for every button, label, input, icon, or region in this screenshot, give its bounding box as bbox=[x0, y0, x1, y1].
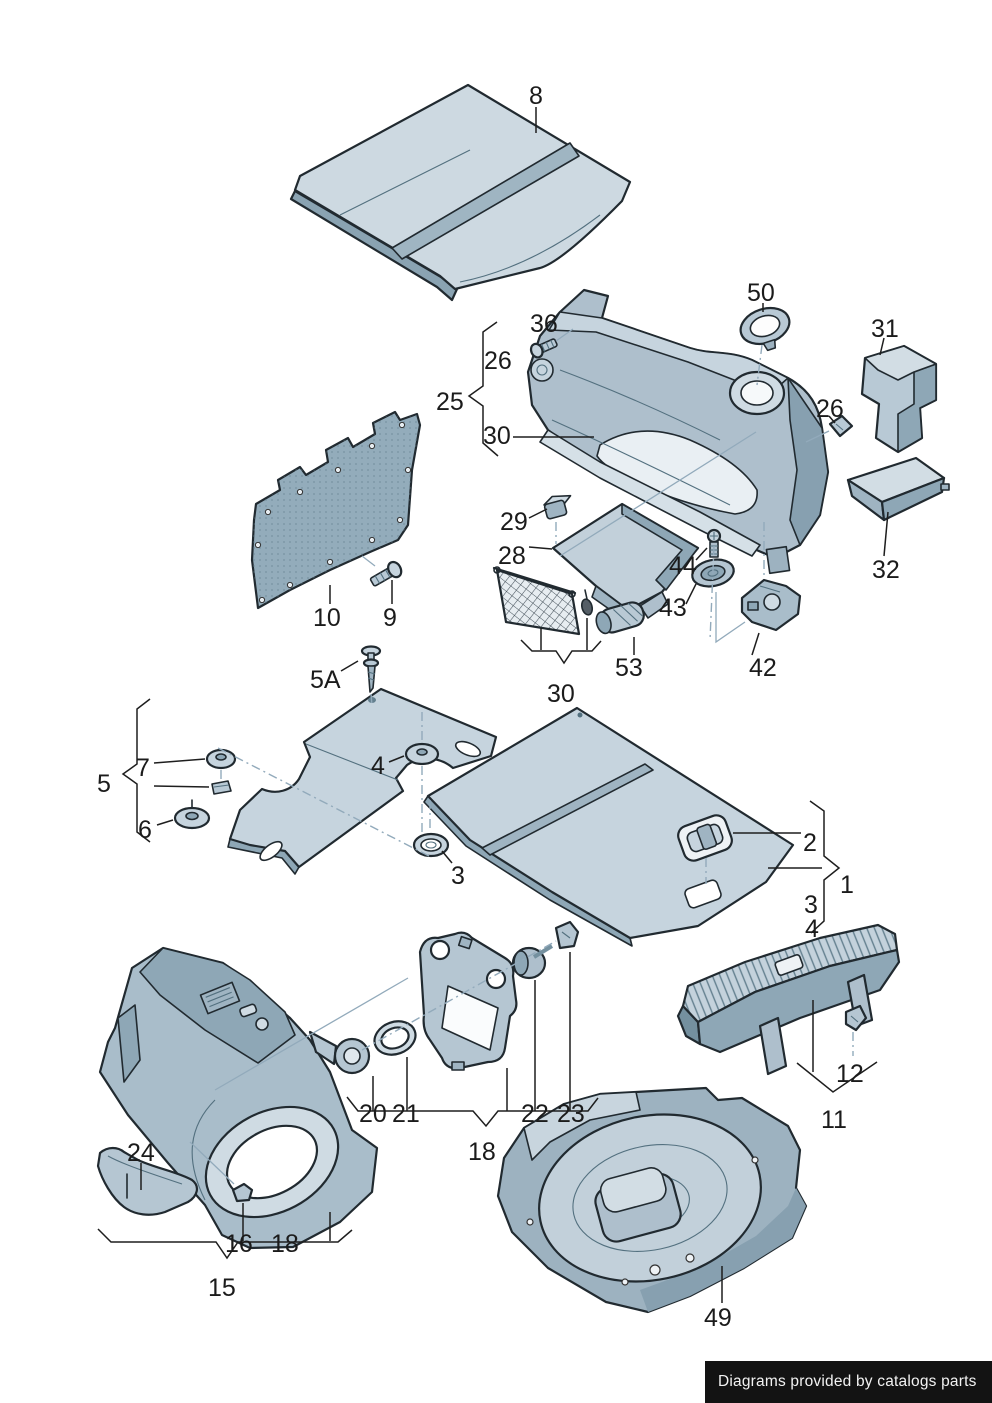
callout-15[interactable]: 15 bbox=[208, 1274, 236, 1302]
callout-3-grommet[interactable]: 3 bbox=[451, 862, 465, 890]
floor-panel-1 bbox=[423, 706, 795, 947]
retainer-53 bbox=[595, 601, 645, 635]
callout-18-left[interactable]: 18 bbox=[271, 1230, 299, 1258]
callout-22[interactable]: 22 bbox=[521, 1100, 549, 1128]
callout-43[interactable]: 43 bbox=[659, 594, 687, 622]
clip-7b bbox=[211, 780, 232, 795]
handle-2 bbox=[677, 814, 733, 862]
disc-6 bbox=[173, 799, 211, 830]
ring-21 bbox=[373, 1020, 417, 1056]
clip-12 bbox=[844, 1004, 868, 1032]
callout-2[interactable]: 2 bbox=[803, 829, 817, 857]
callout-44[interactable]: 44 bbox=[669, 552, 697, 580]
trim-piece-24 bbox=[96, 1146, 198, 1216]
callout-5[interactable]: 5 bbox=[97, 770, 111, 798]
callout-4-list[interactable]: 4 bbox=[805, 915, 819, 943]
disc-4 bbox=[404, 742, 440, 766]
callout-50[interactable]: 50 bbox=[747, 279, 775, 307]
callout-23[interactable]: 23 bbox=[557, 1100, 585, 1128]
callout-26-clip[interactable]: 26 bbox=[816, 395, 844, 423]
callout-11[interactable]: 11 bbox=[821, 1106, 847, 1134]
clip-16 bbox=[231, 1182, 254, 1203]
callout-18-mid[interactable]: 18 bbox=[468, 1138, 496, 1166]
callout-31[interactable]: 31 bbox=[871, 315, 899, 343]
callout-29[interactable]: 29 bbox=[500, 508, 528, 536]
grommet-3 bbox=[412, 832, 450, 858]
callout-4-disc[interactable]: 4 bbox=[371, 752, 385, 780]
sound-panel-10 bbox=[250, 410, 422, 610]
sill-trim-11 bbox=[676, 923, 901, 1076]
bracket-42 bbox=[740, 578, 802, 632]
dome-22 bbox=[511, 946, 547, 980]
leader-lines bbox=[97, 107, 889, 1303]
screw-36 bbox=[529, 338, 558, 359]
screw-9 bbox=[361, 555, 403, 587]
callout-26-group[interactable]: 26 bbox=[484, 347, 512, 375]
stowage-tray-29 bbox=[551, 502, 700, 622]
side-trim-left-15 bbox=[98, 946, 379, 1250]
callout-3-list[interactable]: 3 bbox=[804, 891, 818, 919]
part-load-floor-shelf-8 bbox=[289, 83, 632, 302]
callout-16[interactable]: 16 bbox=[225, 1230, 253, 1258]
callout-12[interactable]: 12 bbox=[836, 1060, 864, 1088]
cap-20 bbox=[308, 1030, 371, 1075]
stud-23 bbox=[532, 920, 580, 959]
callout-25[interactable]: 25 bbox=[436, 388, 464, 416]
callout-6[interactable]: 6 bbox=[138, 816, 152, 844]
push-pin-5a bbox=[360, 645, 382, 693]
callout-10[interactable]: 10 bbox=[313, 604, 341, 632]
net-plug bbox=[580, 589, 594, 616]
callout-28[interactable]: 28 bbox=[498, 542, 526, 570]
washer-7 bbox=[205, 748, 237, 770]
callout-42[interactable]: 42 bbox=[749, 654, 777, 682]
clip-26 bbox=[828, 414, 854, 438]
luggage-net-28 bbox=[492, 566, 581, 636]
wheel-well-49 bbox=[496, 1086, 808, 1314]
callout-21[interactable]: 21 bbox=[392, 1100, 420, 1128]
callout-53[interactable]: 53 bbox=[615, 654, 643, 682]
part-side-trim-right-30 bbox=[526, 288, 830, 575]
callout-9[interactable]: 9 bbox=[383, 604, 397, 632]
speaker-bracket-18 bbox=[418, 931, 518, 1071]
footer-text: Diagrams provided by catalogs parts bbox=[718, 1373, 977, 1390]
callout-30-group[interactable]: 30 bbox=[483, 422, 511, 450]
foam-block-32 bbox=[846, 456, 950, 522]
callout-5A[interactable]: 5A bbox=[310, 666, 341, 694]
callout-49[interactable]: 49 bbox=[704, 1304, 732, 1332]
callout-24[interactable]: 24 bbox=[127, 1139, 155, 1167]
callout-8[interactable]: 8 bbox=[529, 82, 543, 110]
clip-29 bbox=[543, 494, 572, 520]
callout-36[interactable]: 36 bbox=[530, 310, 558, 338]
callout-1[interactable]: 1 bbox=[840, 871, 854, 899]
callout-30-floor[interactable]: 30 bbox=[547, 680, 575, 708]
callout-7[interactable]: 7 bbox=[136, 754, 150, 782]
axis-lines bbox=[189, 328, 854, 1185]
footer-bar: Diagrams provided by catalogs parts bbox=[705, 1361, 992, 1403]
foam-block-31 bbox=[860, 344, 938, 454]
callout-20[interactable]: 20 bbox=[359, 1100, 387, 1128]
grommet-50 bbox=[739, 306, 791, 352]
callout-32[interactable]: 32 bbox=[872, 556, 900, 584]
